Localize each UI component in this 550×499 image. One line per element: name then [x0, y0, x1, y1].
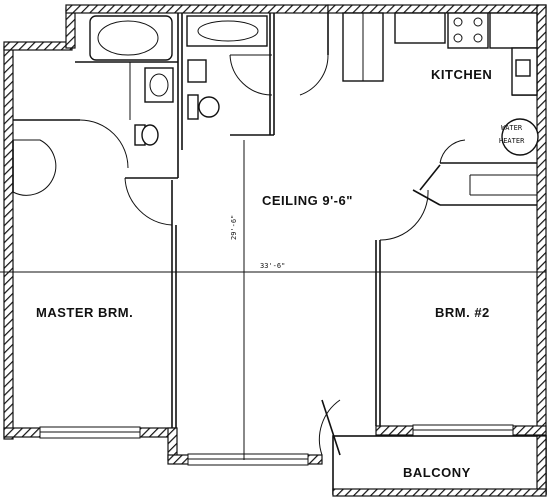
sink-icon	[144, 67, 174, 103]
depth-dimension: 29'-6"	[230, 215, 238, 240]
kitchen-label: KITCHEN	[431, 67, 492, 82]
bedroom-2-label: BRM. #2	[435, 305, 490, 320]
doors	[12, 54, 466, 456]
ceiling-label: CEILING 9'-6"	[262, 193, 353, 208]
water-heater-label-2: HEATER	[499, 137, 525, 145]
water-heater-label-1: WATER	[501, 124, 523, 132]
stove-icon	[447, 12, 489, 49]
width-dimension: 33'-6"	[260, 262, 285, 270]
dimension-lines	[0, 140, 546, 460]
balcony-label: BALCONY	[403, 465, 471, 480]
toilet-icon	[141, 124, 159, 146]
toilet-2-icon	[187, 59, 207, 83]
sink-2-icon	[198, 96, 220, 118]
fixtures	[89, 12, 539, 156]
interior-walls	[13, 13, 537, 428]
master-bedroom-label: MASTER BRM.	[36, 305, 133, 320]
bathtub-icon	[89, 15, 173, 61]
bathtub-2-icon	[186, 15, 268, 47]
water-heater-icon	[501, 118, 539, 156]
kitchen-sink-icon	[515, 59, 531, 77]
windows	[39, 424, 514, 466]
balcony	[332, 435, 547, 497]
